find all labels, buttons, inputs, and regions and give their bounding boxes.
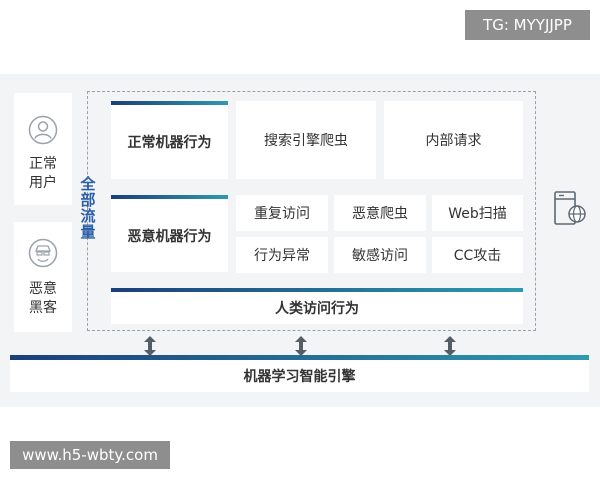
all-traffic-label: 全 部 流 量 xyxy=(80,175,96,241)
double-arrow-icon xyxy=(444,336,456,356)
server-globe-icon xyxy=(554,191,586,225)
search-engine-crawler: 搜索引擎爬虫 xyxy=(236,101,376,179)
malicious-crawler: 恶意爬虫 xyxy=(334,195,426,231)
all-traffic-region xyxy=(87,91,536,331)
abnormal-behavior: 行为异常 xyxy=(236,237,328,273)
malicious-machine-category: 恶意机器行为 xyxy=(111,199,228,272)
ml-engine: 机器学习智能引擎 xyxy=(10,360,589,392)
human-category-bar xyxy=(111,288,523,292)
double-arrow-icon xyxy=(295,336,307,356)
normal-user-label-1: 正常 xyxy=(29,156,57,172)
hacker-label-2: 黑客 xyxy=(29,300,57,316)
cc-attack: CC攻击 xyxy=(432,237,523,273)
watermark-bottom: www.h5-wbty.com xyxy=(10,441,170,469)
normal-category-bar xyxy=(111,101,228,105)
user-icon xyxy=(28,115,58,145)
repeated-access: 重复访问 xyxy=(236,195,328,231)
engine-bar xyxy=(10,355,589,360)
hacker-card: 恶意 黑客 xyxy=(14,222,72,332)
watermark-top: TG: MYYJJPP xyxy=(465,10,590,40)
sensitive-access: 敏感访问 xyxy=(334,237,426,273)
normal-user-card: 正常 用户 xyxy=(14,93,72,205)
hacker-icon xyxy=(28,238,58,268)
normal-machine-category: 正常机器行为 xyxy=(111,105,228,179)
normal-user-label-2: 用户 xyxy=(29,175,57,191)
malicious-category-bar xyxy=(111,195,228,199)
web-scan: Web扫描 xyxy=(432,195,523,231)
internal-request: 内部请求 xyxy=(384,101,523,179)
human-access-category: 人类访问行为 xyxy=(111,292,523,324)
hacker-label-1: 恶意 xyxy=(29,281,57,297)
double-arrow-icon xyxy=(144,336,156,356)
